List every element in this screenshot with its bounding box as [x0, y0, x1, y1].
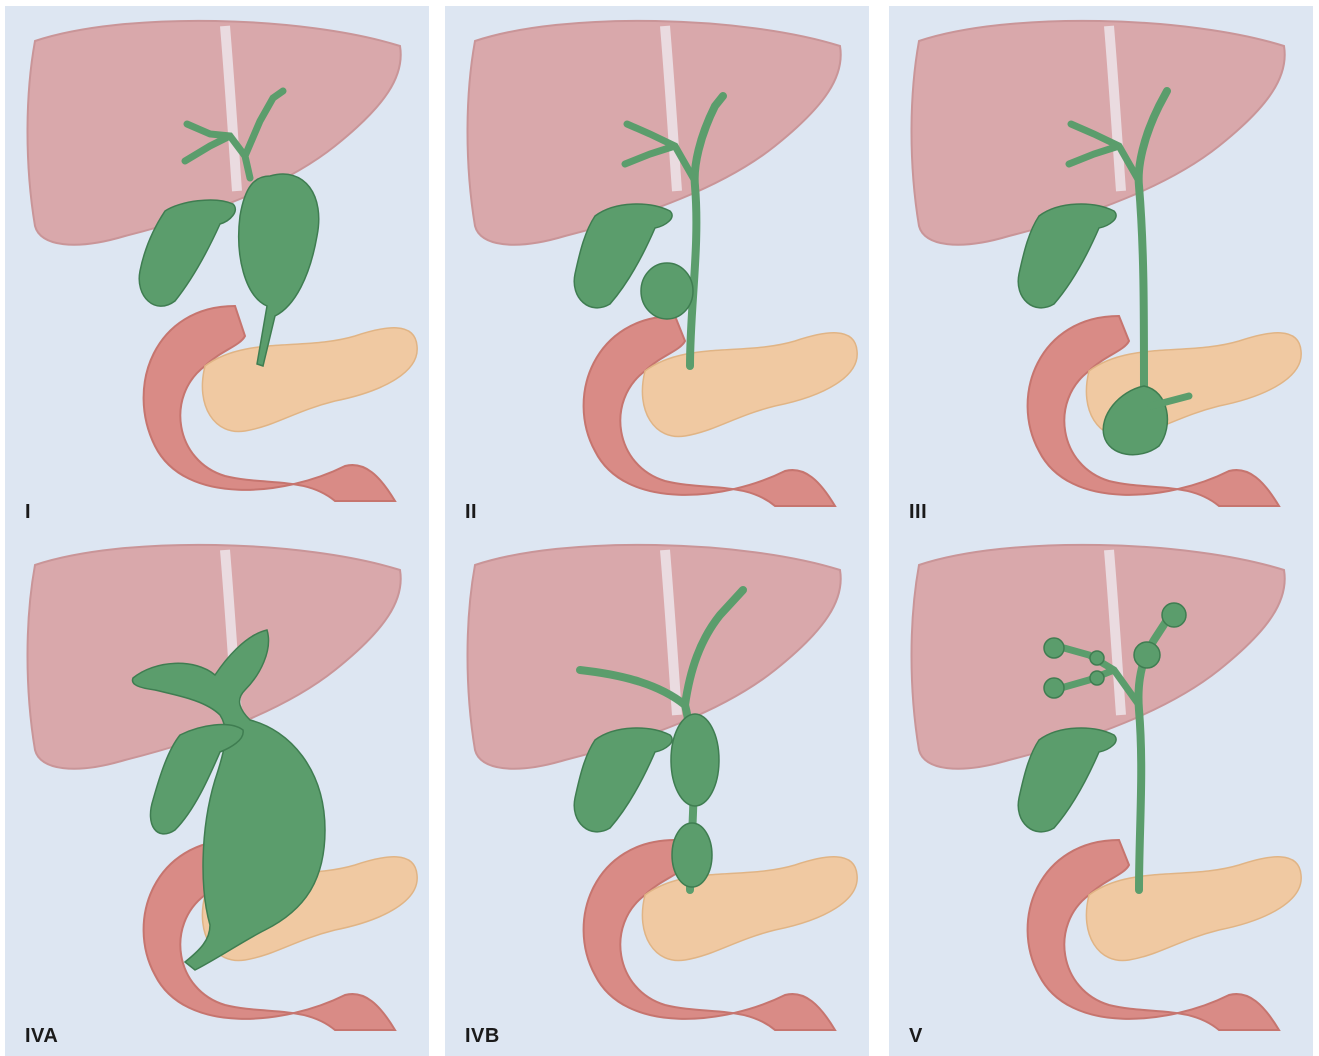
panel-label: II — [465, 501, 477, 524]
panel-label: V — [909, 1025, 923, 1048]
panel-label: I — [25, 501, 31, 524]
panel-type-v: V — [889, 530, 1313, 1056]
type-v-illustration — [889, 530, 1313, 1056]
panel-label: IVB — [465, 1025, 500, 1048]
type-ii-illustration — [445, 6, 869, 532]
panel-label: III — [909, 501, 927, 524]
type-iii-illustration — [889, 6, 1313, 532]
panel-type-ivb: IVB — [445, 530, 869, 1056]
panel-type-iva: IVA — [5, 530, 429, 1056]
type-i-illustration — [5, 6, 429, 532]
type-ivb-illustration — [445, 530, 869, 1056]
panel-label: IVA — [25, 1025, 58, 1048]
panel-type-iii: III — [889, 6, 1313, 532]
type-iva-illustration — [5, 530, 429, 1056]
panel-type-i: I — [5, 6, 429, 532]
panel-type-ii: II — [445, 6, 869, 532]
